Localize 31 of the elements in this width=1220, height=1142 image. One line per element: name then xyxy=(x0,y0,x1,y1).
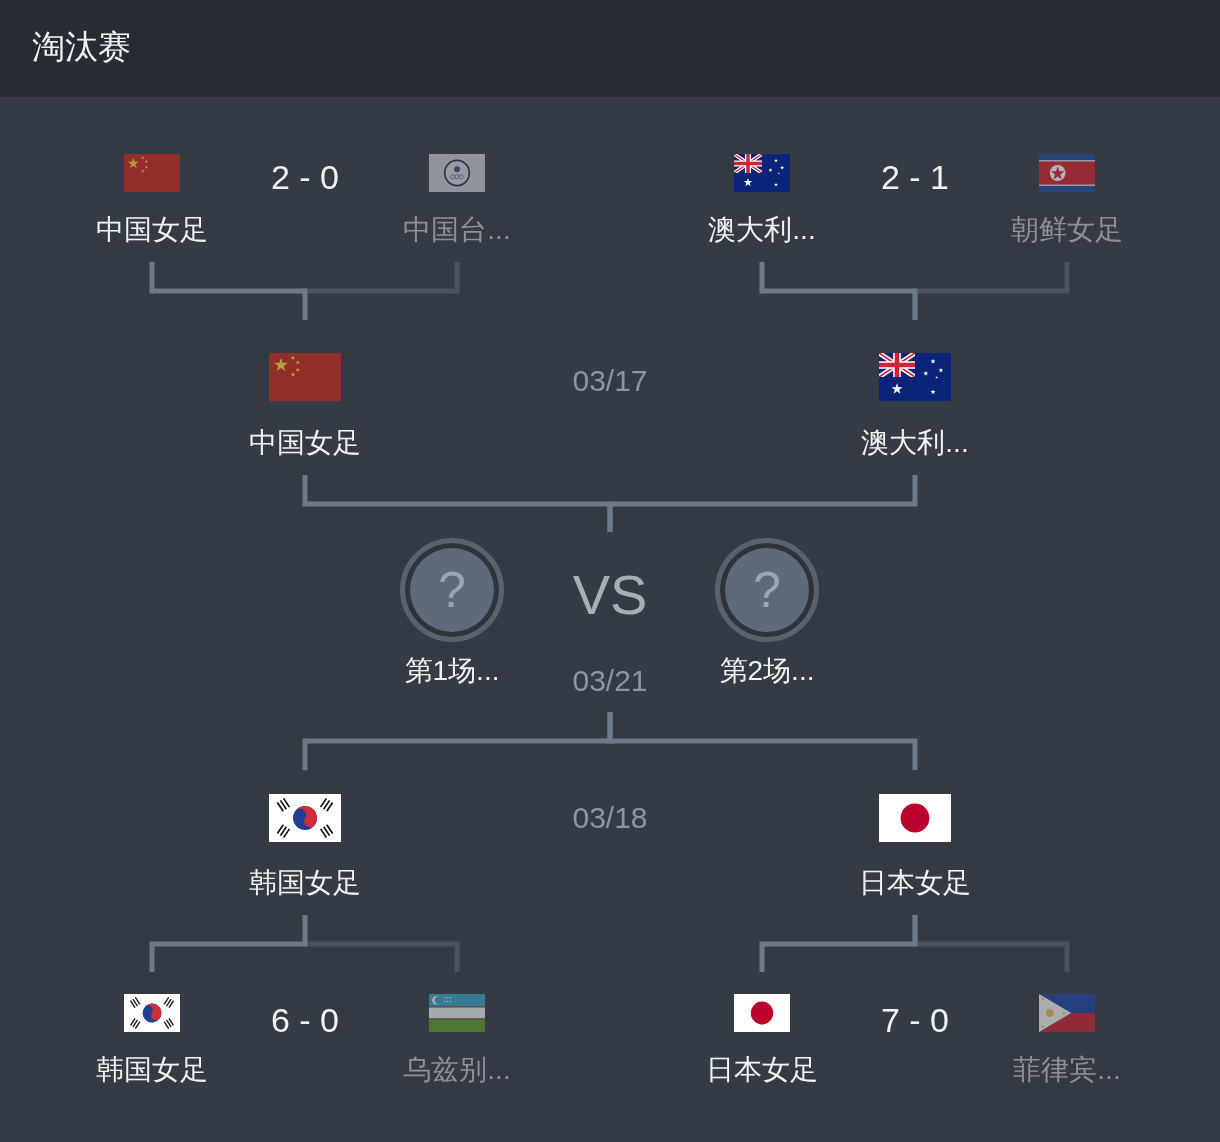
match-score: 2 - 1 xyxy=(881,157,949,197)
bracket-line xyxy=(759,915,918,972)
bracket-line xyxy=(149,915,308,972)
team-name: 第2场... xyxy=(719,654,815,688)
team-name: 韩国女足 xyxy=(96,1053,208,1087)
match-score: 6 - 0 xyxy=(271,1000,339,1040)
team-name: 乌兹别... xyxy=(403,1053,511,1087)
match-date: 03/18 xyxy=(572,800,648,836)
team-name: 澳大利... xyxy=(708,213,816,247)
bracket-line xyxy=(607,712,918,770)
team-name: 中国女足 xyxy=(96,213,208,247)
match-date: 03/21 xyxy=(572,663,648,699)
match-date: 03/17 xyxy=(572,363,648,399)
bracket-line xyxy=(607,475,918,532)
placeholder-avatar: ? xyxy=(715,538,819,642)
bracket-line xyxy=(149,262,308,320)
page-title: 淘汰赛 xyxy=(32,27,131,67)
team-name: 中国台... xyxy=(403,213,511,247)
bracket-line xyxy=(759,262,918,320)
team-name: 菲律宾... xyxy=(1013,1053,1121,1087)
placeholder-avatar: ? xyxy=(400,538,504,642)
team-name: 中国女足 xyxy=(249,426,361,460)
versus-label: VS xyxy=(572,563,648,627)
team-name: 日本女足 xyxy=(859,866,971,900)
team-name: 日本女足 xyxy=(706,1053,818,1087)
match-score: 2 - 0 xyxy=(271,157,339,197)
team-name: 第1场... xyxy=(404,654,500,688)
team-name: 韩国女足 xyxy=(249,866,361,900)
team-name: 朝鲜女足 xyxy=(1011,213,1123,247)
team-name: 澳大利... xyxy=(861,426,969,460)
match-score: 7 - 0 xyxy=(881,1000,949,1040)
